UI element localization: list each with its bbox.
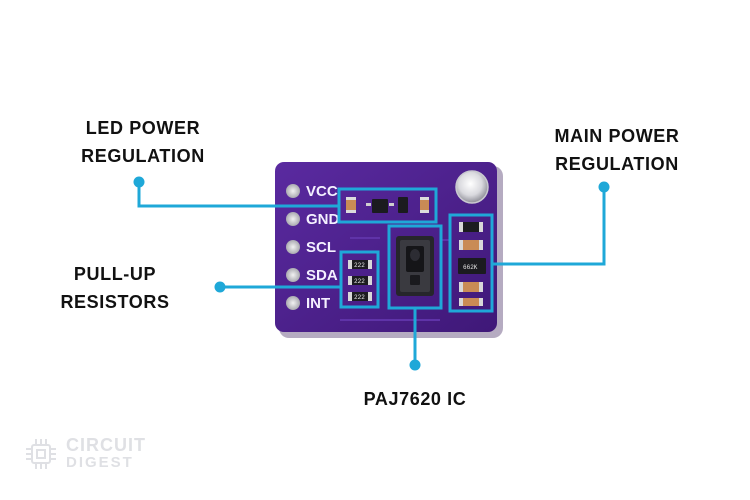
pin-label-sda: SDA: [306, 267, 338, 284]
chip-icon: [26, 439, 56, 469]
pin-pad: [286, 296, 300, 310]
pull-up-resistors-label: PULL-UP RESISTORS: [40, 260, 190, 316]
main-power-components: 662K: [458, 222, 486, 306]
label-line: REGULATION: [555, 154, 679, 174]
led-power-pointer-dot: [133, 176, 145, 188]
regulator-marking: 662K: [463, 264, 478, 271]
resistor-marking: 222: [354, 278, 365, 285]
pin-label-scl: SCL: [306, 239, 336, 256]
label-line: RESISTORS: [60, 292, 170, 312]
label-line: PAJ7620 IC: [363, 389, 467, 409]
paj7620-ic-label: PAJ7620 IC: [340, 385, 490, 413]
pull-up-highlight-box: [339, 250, 380, 309]
ic-pointer-dot: [409, 359, 421, 371]
pin-label-int: INT: [306, 295, 330, 312]
led-power-regulation-label: LED POWER REGULATION: [58, 114, 228, 170]
pin-pad: [286, 184, 300, 198]
label-line: MAIN POWER: [554, 126, 680, 146]
pin-label-gnd: GND: [306, 211, 340, 228]
pin-pads: [286, 184, 300, 310]
pin-pad: [286, 212, 300, 226]
pin-label-vcc: VCC: [306, 183, 338, 200]
paj7620-chip: [396, 236, 434, 296]
pin-pad: [286, 268, 300, 282]
main-power-pointer-dot: [598, 181, 610, 193]
main-power-pointer: [492, 187, 606, 266]
label-line: REGULATION: [81, 146, 205, 166]
mounting-hole: [456, 171, 488, 203]
label-line: LED POWER: [85, 118, 201, 138]
pull-up-resistor-parts: 222 222 222: [348, 260, 372, 301]
led-power-components: [346, 197, 429, 213]
main-power-regulation-label: MAIN POWER REGULATION: [532, 122, 702, 178]
circuit-digest-logo: CIRCUIT DIGEST: [24, 436, 146, 472]
resistor-marking: 222: [354, 294, 365, 301]
logo-wordmark: CIRCUIT DIGEST: [66, 436, 146, 472]
pin-pad: [286, 240, 300, 254]
logo-line-2: DIGEST: [66, 454, 134, 471]
resistor-marking: 222: [354, 262, 365, 269]
led-power-pointer: [137, 182, 339, 208]
logo-line-1: CIRCUIT: [66, 435, 146, 455]
pull-up-pointer-dot: [214, 281, 226, 293]
label-line: PULL-UP: [73, 264, 157, 284]
